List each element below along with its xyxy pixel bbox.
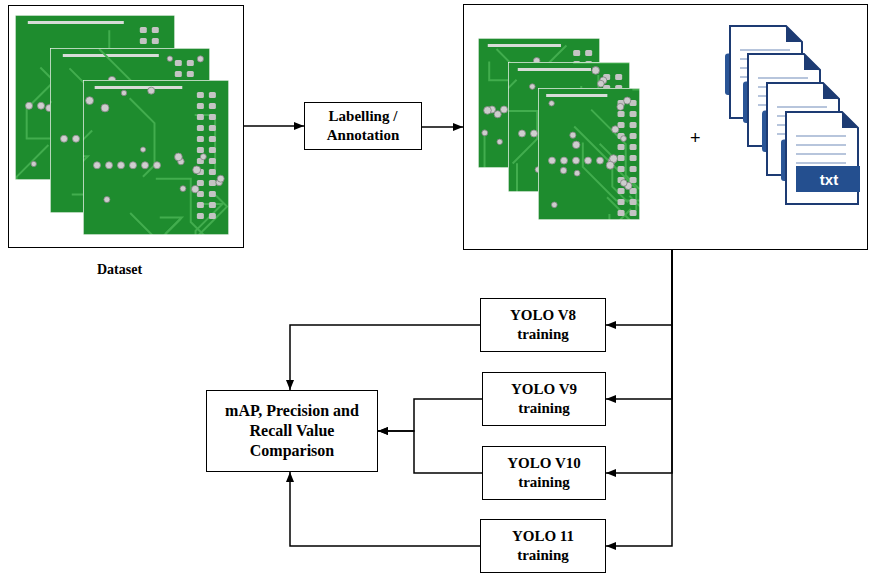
node-label: mAP, Precision and Recall Value Comparis… xyxy=(216,401,368,461)
arrow-connector xyxy=(378,399,482,431)
process-box: Labelling / Annotation xyxy=(304,102,422,150)
process-box: YOLO V9 training xyxy=(482,372,606,426)
pcb-image xyxy=(83,80,229,235)
dataset-box: Dataset xyxy=(8,5,244,248)
arrow-connector xyxy=(606,250,672,546)
node-label: YOLO V9 training xyxy=(497,380,592,418)
file-type-label: txt xyxy=(797,167,861,193)
pcb-image xyxy=(538,88,640,220)
node-label: Labelling / Annotation xyxy=(313,107,413,145)
arrow-connector xyxy=(378,431,482,473)
process-box: YOLO 11 training xyxy=(480,519,606,573)
node-label: YOLO 11 training xyxy=(496,527,591,565)
text-file-icons xyxy=(725,26,860,204)
arrow-connector xyxy=(244,125,304,127)
arrow-connector xyxy=(290,325,480,390)
arrow-connector xyxy=(422,126,463,128)
document-icon xyxy=(781,112,860,204)
pcb-images xyxy=(0,15,711,304)
plus-sign: + xyxy=(690,127,701,150)
node-label: YOLO V10 training xyxy=(497,454,592,492)
annotated-data-box: + txt xyxy=(463,4,868,250)
node-label: Dataset xyxy=(97,261,142,279)
node-label: YOLO V8 training xyxy=(496,306,591,344)
process-box: YOLO V8 training xyxy=(480,298,606,352)
pcb-image xyxy=(50,48,210,213)
arrow-connector xyxy=(606,250,672,325)
arrow-connector xyxy=(290,472,480,546)
process-box: YOLO V10 training xyxy=(482,446,606,500)
arrow-connector xyxy=(606,250,672,473)
result-box: mAP, Precision and Recall Value Comparis… xyxy=(206,390,378,472)
arrow-connector xyxy=(606,250,672,399)
pcb-image xyxy=(508,62,630,192)
